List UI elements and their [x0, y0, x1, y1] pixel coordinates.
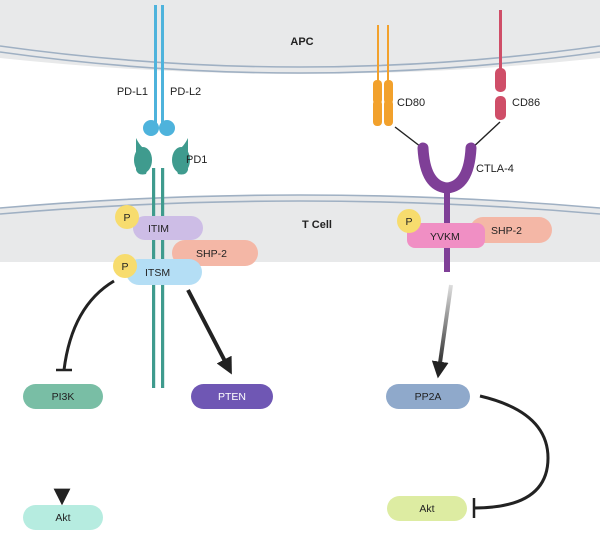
- phospho-yvkm: [397, 209, 421, 233]
- pp2a-node: [386, 384, 470, 409]
- cd86-ligand: [495, 10, 506, 120]
- itsm-motif: [126, 259, 202, 285]
- apc-label: APC: [290, 36, 313, 48]
- itsm-pi3k-inhibition: [62, 279, 115, 371]
- phospho-itim: [115, 205, 139, 229]
- pp2a-akt-inhibition: [473, 394, 550, 510]
- shp2-left: [172, 240, 258, 266]
- cd86-label: CD86: [512, 97, 540, 109]
- pd-l1-label: PD-L1: [117, 86, 148, 98]
- pd1-label: PD1: [186, 154, 207, 166]
- phospho-yvkm-label: P: [405, 216, 412, 228]
- cd80-label: CD80: [397, 97, 425, 109]
- yvkm-label: YVKM: [430, 231, 460, 243]
- itsm-label: ITSM: [145, 267, 170, 279]
- akt-right-label: Akt: [419, 503, 434, 515]
- akt-left-node: [23, 505, 103, 530]
- shp2-right: [470, 217, 552, 243]
- pp2a-label: PP2A: [415, 391, 442, 403]
- phospho-itim-label: P: [123, 212, 130, 224]
- pi3k-node: [23, 384, 103, 409]
- phospho-itsm: [113, 254, 137, 278]
- itim-motif: [133, 216, 203, 240]
- akt-left-label: Akt: [55, 512, 70, 524]
- phospho-itsm-label: P: [121, 261, 128, 273]
- shp2-left-label: SHP-2: [196, 248, 227, 260]
- apc-membrane: [0, 0, 600, 74]
- itsm-pten-activation: [186, 289, 232, 375]
- pi3k-label: PI3K: [52, 391, 75, 403]
- t-cell-label: T Cell: [302, 219, 332, 231]
- ctla4-pp2a-arrow: [431, 284, 453, 379]
- cd80-ligand: [373, 25, 393, 126]
- itim-label: ITIM: [148, 223, 169, 235]
- yvkm-motif: [407, 223, 485, 248]
- pten-label: PTEN: [218, 391, 246, 403]
- ctla4-label: CTLA-4: [476, 163, 514, 175]
- shp2-right-label: SHP-2: [491, 225, 522, 237]
- pten-node: [191, 384, 273, 409]
- pd-l2-label: PD-L2: [170, 86, 201, 98]
- pd-ligand: [143, 5, 175, 136]
- akt-right-node: [387, 496, 467, 521]
